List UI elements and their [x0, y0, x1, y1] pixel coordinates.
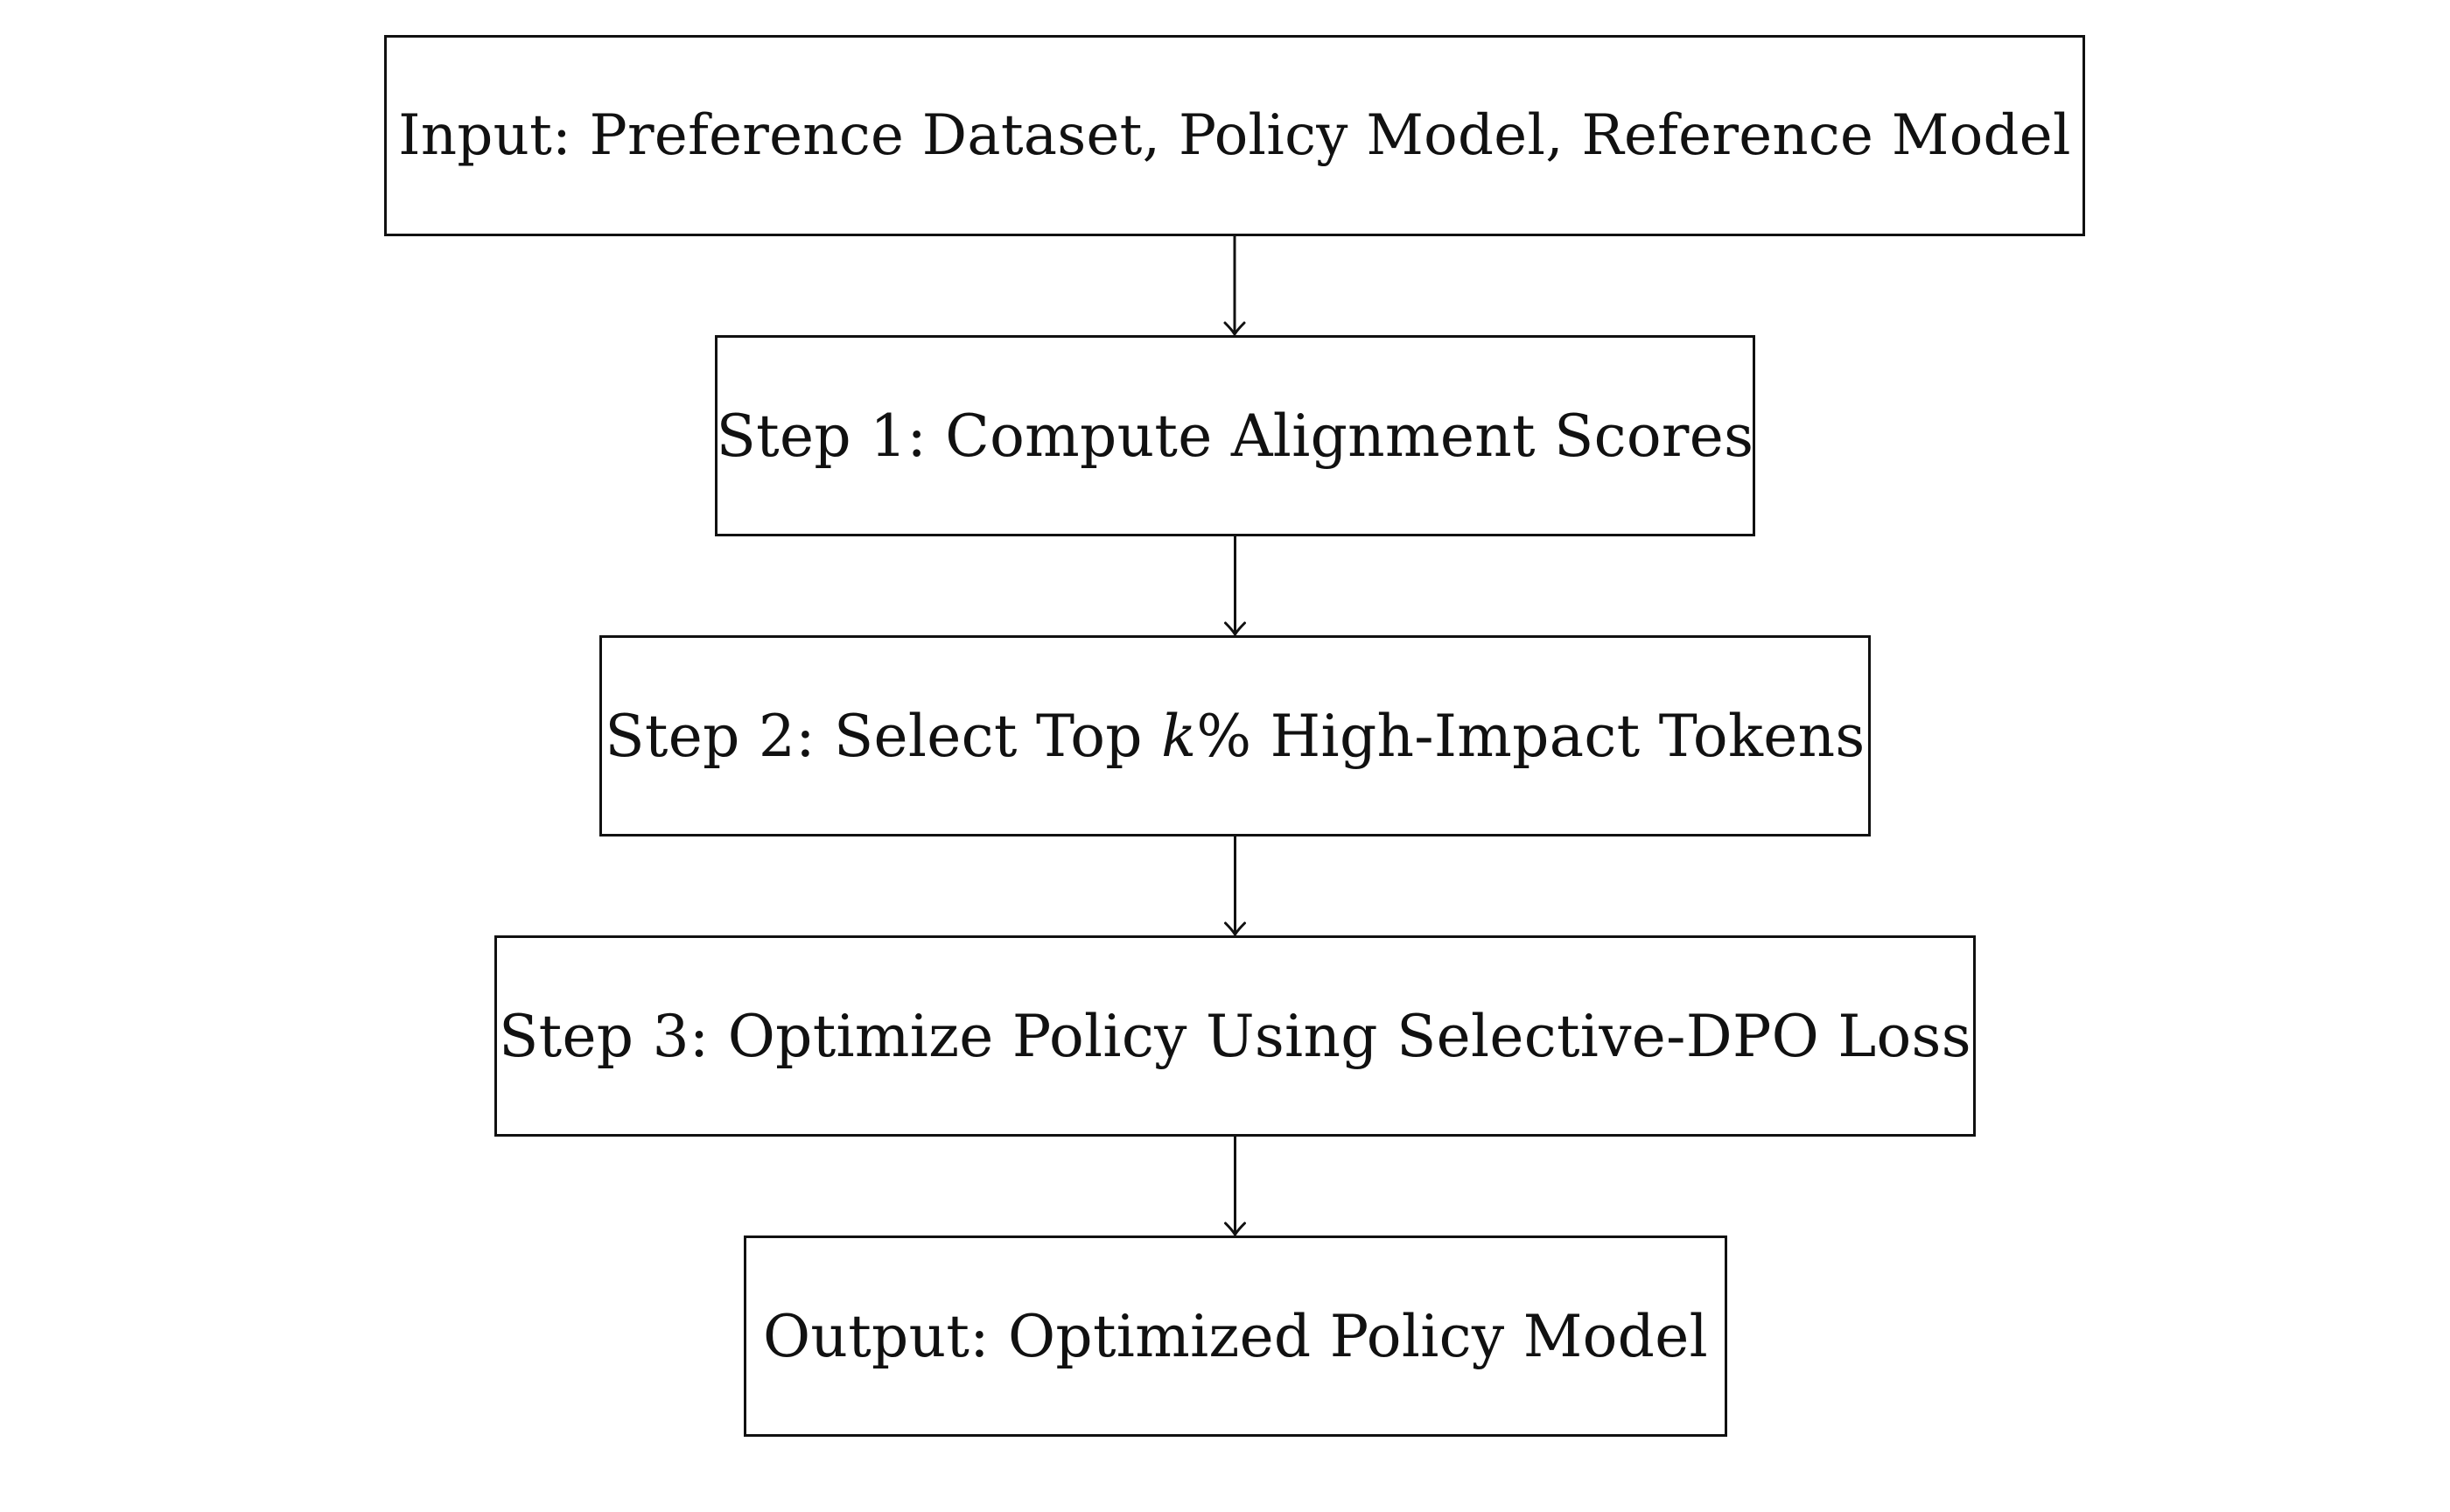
arrow-head — [1224, 921, 1246, 937]
step3-box: Step 3: Optimize Policy Using Selective-… — [494, 935, 1976, 1137]
arrow-input-to-step1 — [1223, 236, 1246, 337]
input-label: Input: Preference Dataset, Policy Model,… — [398, 103, 2071, 168]
step2-label: Step 2: Select Top k% High-Impact Tokens — [605, 703, 1865, 770]
arrow-step3-to-output — [1224, 1137, 1246, 1237]
step2-variable-k: k — [1161, 702, 1197, 770]
input-box: Input: Preference Dataset, Policy Model,… — [384, 35, 2085, 236]
arrow-step1-to-step2 — [1224, 536, 1246, 637]
step2-label-suffix: % High-Impact Tokens — [1196, 702, 1866, 770]
step2-box: Step 2: Select Top k% High-Impact Tokens — [599, 635, 1871, 836]
arrow-step2-to-step3 — [1224, 836, 1246, 937]
arrow-head — [1224, 1222, 1246, 1237]
output-label: Output: Optimized Policy Model — [762, 1302, 1709, 1370]
step3-label: Step 3: Optimize Policy Using Selective-… — [499, 1002, 1971, 1070]
arrow-head — [1223, 321, 1246, 337]
arrow-head — [1224, 621, 1246, 637]
step1-label: Step 1: Compute Alignment Scores — [716, 402, 1754, 470]
step2-label-prefix: Step 2: Select Top — [605, 702, 1162, 770]
output-box: Output: Optimized Policy Model — [744, 1236, 1727, 1437]
step1-box: Step 1: Compute Alignment Scores — [715, 335, 1755, 536]
